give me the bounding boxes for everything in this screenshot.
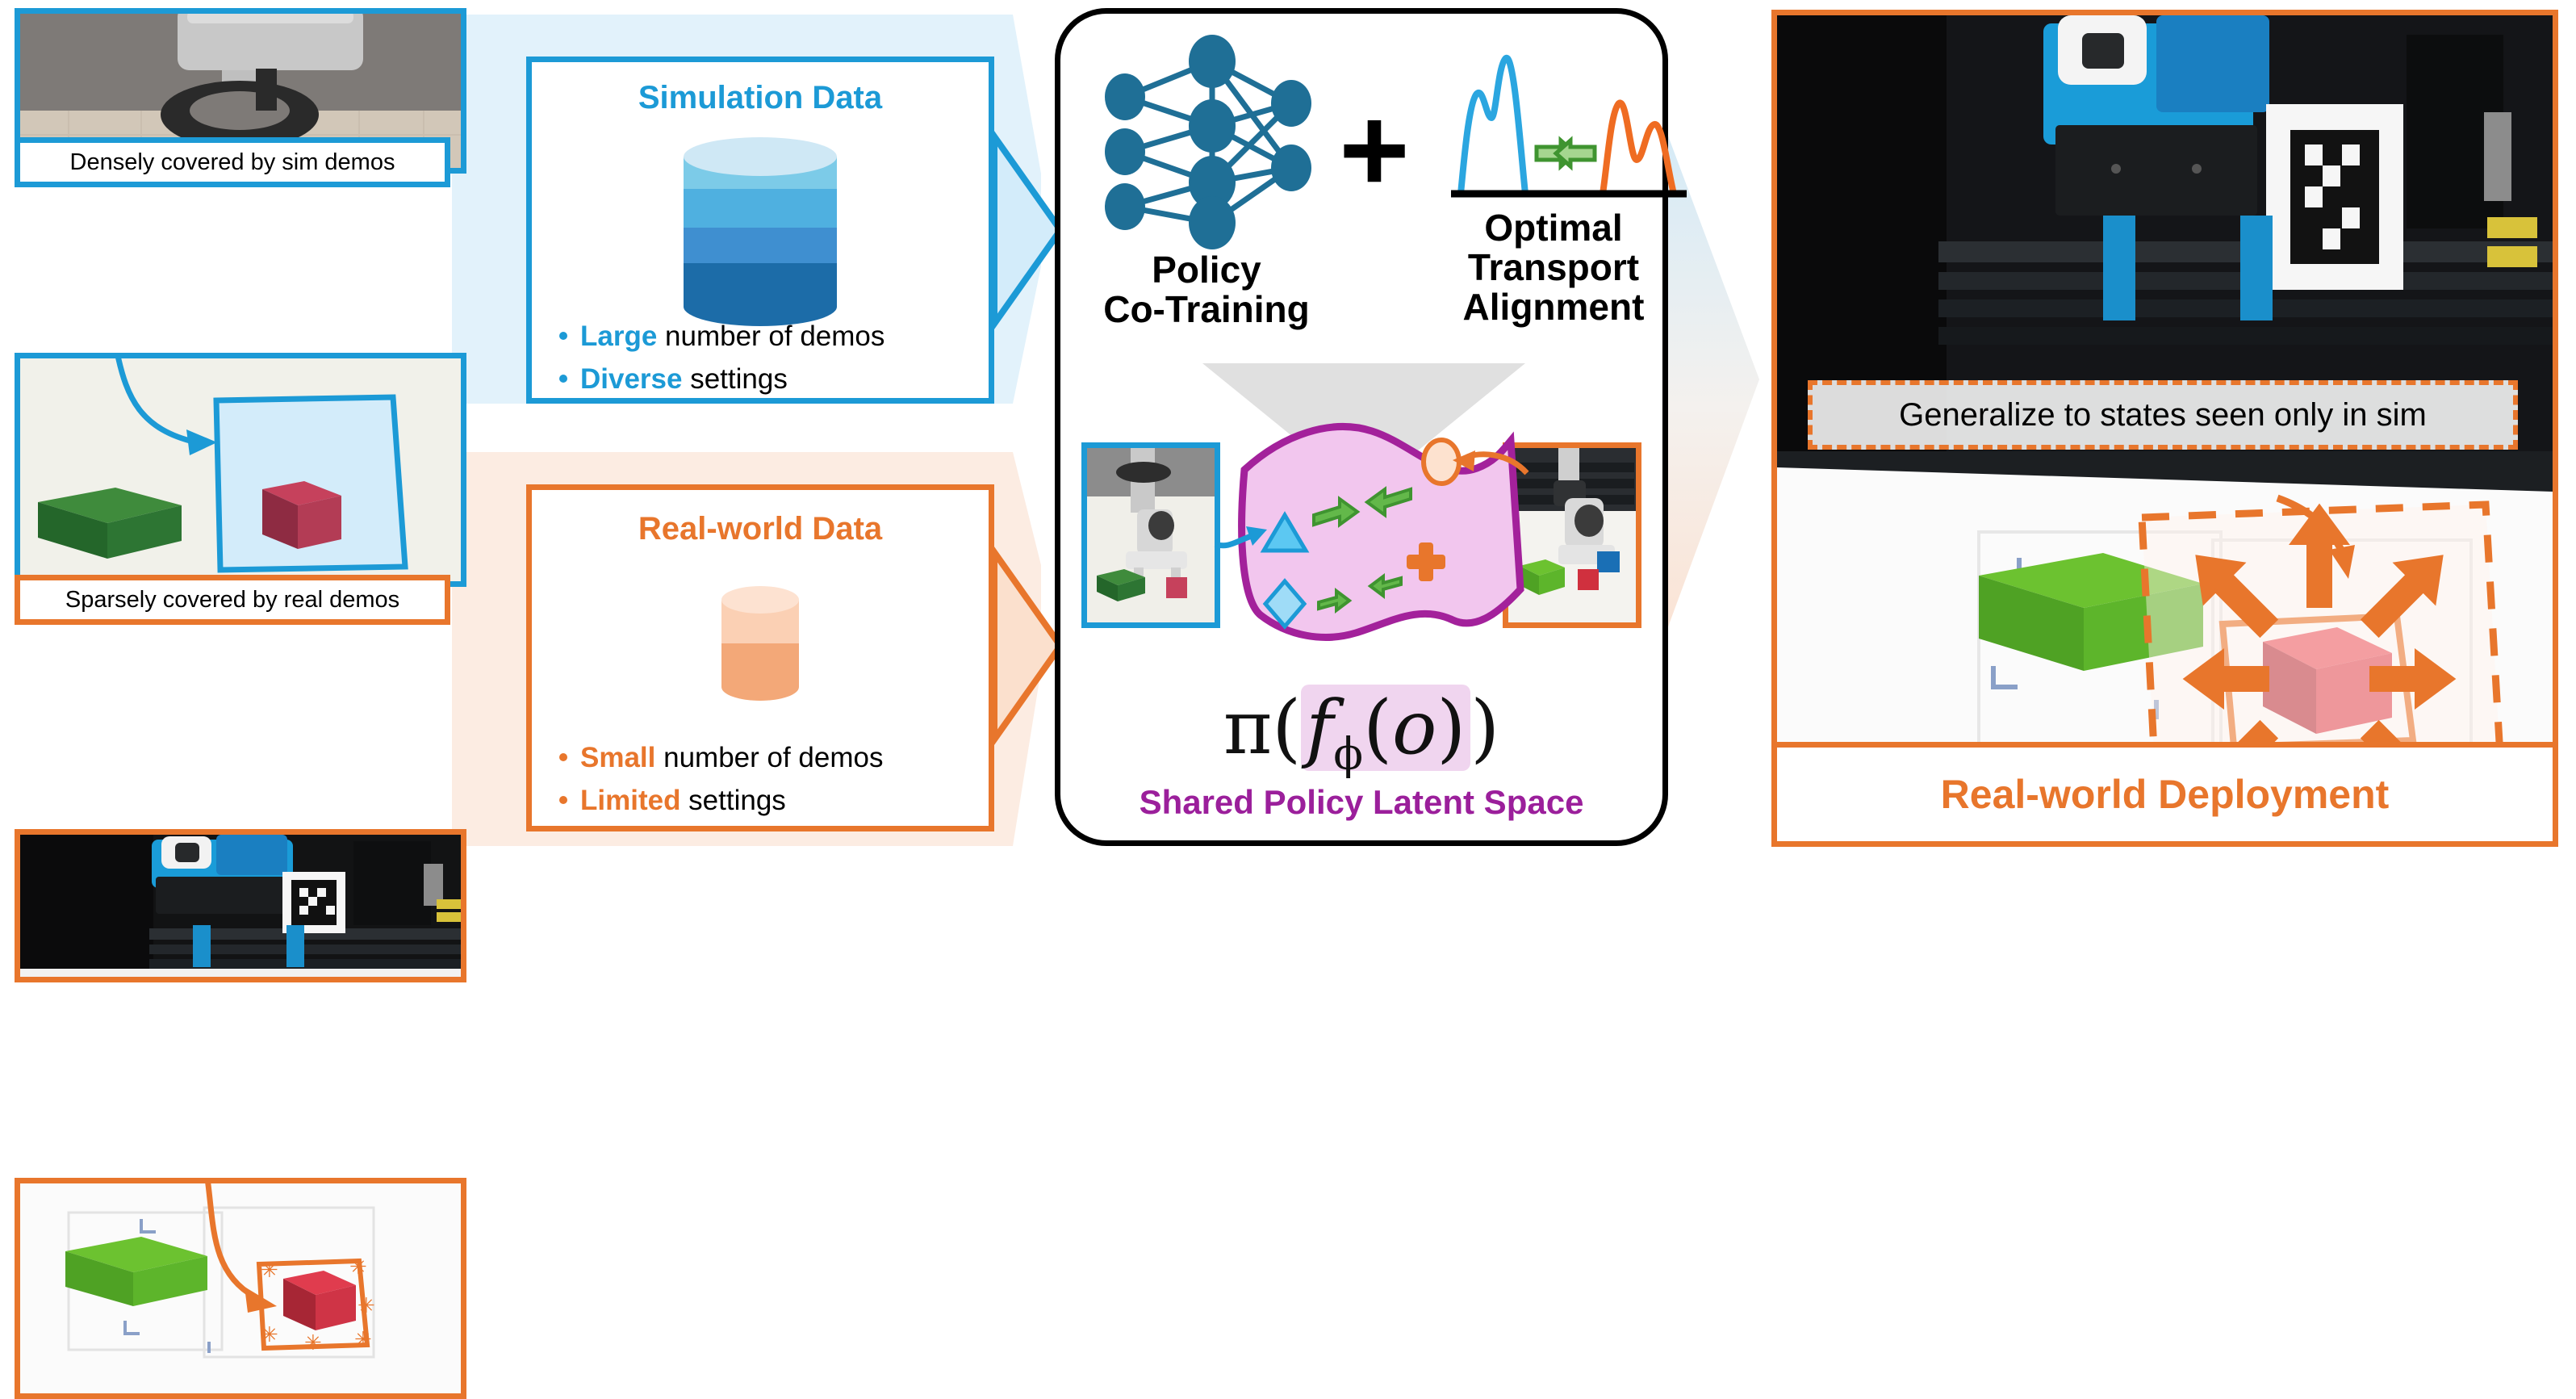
optimal-transport-line3: Alignment bbox=[1462, 285, 1645, 328]
formula-latent-group: fϕ(o) bbox=[1301, 685, 1471, 779]
real-caption-box: Sparsely covered by real demos bbox=[15, 575, 450, 625]
bullet-keyword: Limited bbox=[580, 784, 681, 816]
policy-cotraining-label: Policy Co-Training bbox=[1077, 250, 1336, 329]
deployment-panel: Generalize to states seen only in sim Re… bbox=[1771, 10, 2558, 847]
bullet-text: number of demos bbox=[655, 742, 884, 773]
bullet-keyword: Diverse bbox=[580, 362, 683, 395]
neural-network-icon bbox=[1105, 35, 1311, 249]
sim-caption-box: Densely covered by sim demos bbox=[15, 137, 450, 187]
sim-caption-text: Densely covered by sim demos bbox=[69, 149, 395, 175]
svg-text:✳: ✳ bbox=[349, 1254, 367, 1279]
real-coverage-photo: ✳ ✳ ✳ ✳ ✳ ✳ bbox=[15, 1178, 466, 1399]
bullet-text: settings bbox=[682, 362, 788, 395]
real-robot-photo bbox=[15, 829, 466, 982]
database-cylinder-icon bbox=[684, 137, 837, 329]
bullet-keyword: Large bbox=[580, 320, 658, 352]
svg-text:✳: ✳ bbox=[261, 1322, 278, 1347]
optimal-transport-line1: Optimal bbox=[1484, 207, 1623, 249]
list-item: Large number of demos bbox=[559, 319, 974, 355]
circle-marker bbox=[1421, 438, 1462, 486]
generalize-callout-text: Generalize to states seen only in sim bbox=[1899, 396, 2427, 433]
bullet-text: number of demos bbox=[657, 320, 885, 352]
formula-inner-open: ( bbox=[1363, 685, 1392, 771]
generalize-callout: Generalize to states seen only in sim bbox=[1808, 380, 2518, 450]
formula-pi: π bbox=[1223, 685, 1273, 771]
optimal-transport-line2: Transport bbox=[1467, 245, 1640, 288]
simulation-data-title: Simulation Data bbox=[638, 80, 883, 115]
real-caption-text: Sparsely covered by real demos bbox=[65, 586, 400, 613]
svg-text:✳: ✳ bbox=[358, 1293, 375, 1317]
policy-cotraining-line2: Co-Training bbox=[1103, 287, 1310, 330]
list-item: Diverse settings bbox=[559, 362, 974, 398]
real-robot-graphic bbox=[20, 835, 461, 977]
plus-marker bbox=[1407, 542, 1445, 581]
bullet-dot bbox=[559, 753, 567, 761]
real-world-data-title: Real-world Data bbox=[638, 511, 883, 547]
diamond-marker bbox=[1262, 578, 1307, 630]
bullet-keyword: Small bbox=[580, 742, 656, 773]
sim-latent-thumb-graphic bbox=[1087, 448, 1215, 622]
real-coverage-graphic: ✳ ✳ ✳ ✳ ✳ ✳ bbox=[20, 1183, 461, 1393]
deployment-title-strip: Real-world Deployment bbox=[1777, 742, 2553, 841]
policy-formula: π(fϕ(o)) bbox=[1055, 685, 1668, 779]
deployment-title: Real-world Deployment bbox=[1940, 772, 2390, 817]
bullet-dot bbox=[559, 332, 567, 340]
real-world-data-card: Real-world Data Small number of demos Li… bbox=[526, 484, 994, 831]
database-cylinder-icon bbox=[721, 585, 799, 706]
svg-text:✳: ✳ bbox=[304, 1330, 322, 1355]
formula-open-paren: ( bbox=[1272, 685, 1302, 771]
bullet-dot bbox=[559, 795, 567, 804]
bullet-text: settings bbox=[680, 784, 786, 816]
plus-icon: + bbox=[1339, 82, 1410, 217]
sim-latent-thumbnail bbox=[1081, 442, 1220, 628]
formula-o: o bbox=[1391, 685, 1437, 771]
sim-to-center-arrow bbox=[991, 126, 1064, 334]
real-world-data-bullets: Small number of demos Limited settings bbox=[559, 740, 974, 819]
shared-latent-space-label: Shared Policy Latent Space bbox=[1139, 783, 1584, 821]
triangle-marker bbox=[1260, 511, 1310, 553]
svg-text:✳: ✳ bbox=[261, 1258, 278, 1282]
optimal-transport-label: Optimal Transport Alignment bbox=[1420, 208, 1687, 326]
shared-latent-manifold bbox=[1214, 423, 1529, 641]
formula-close-paren: ) bbox=[1470, 685, 1500, 771]
distribution-alignment-icon bbox=[1451, 54, 1687, 198]
formula-inner-close: ) bbox=[1436, 685, 1466, 771]
sim-coverage-photo bbox=[15, 353, 466, 587]
bullet-dot bbox=[559, 374, 567, 383]
formula-f: f bbox=[1306, 685, 1334, 771]
real-latent-thumb-graphic bbox=[1508, 448, 1636, 622]
policy-cotraining-line1: Policy bbox=[1152, 249, 1261, 291]
formula-phi: ϕ bbox=[1333, 728, 1364, 780]
list-item: Limited settings bbox=[559, 783, 974, 819]
real-to-center-arrow bbox=[991, 542, 1064, 750]
sim-coverage-graphic bbox=[20, 358, 461, 581]
simulation-data-card: Simulation Data Large number of demos Di… bbox=[526, 57, 994, 404]
simulation-data-bullets: Large number of demos Diverse settings bbox=[559, 319, 974, 398]
svg-text:✳: ✳ bbox=[354, 1327, 372, 1351]
list-item: Small number of demos bbox=[559, 740, 974, 777]
